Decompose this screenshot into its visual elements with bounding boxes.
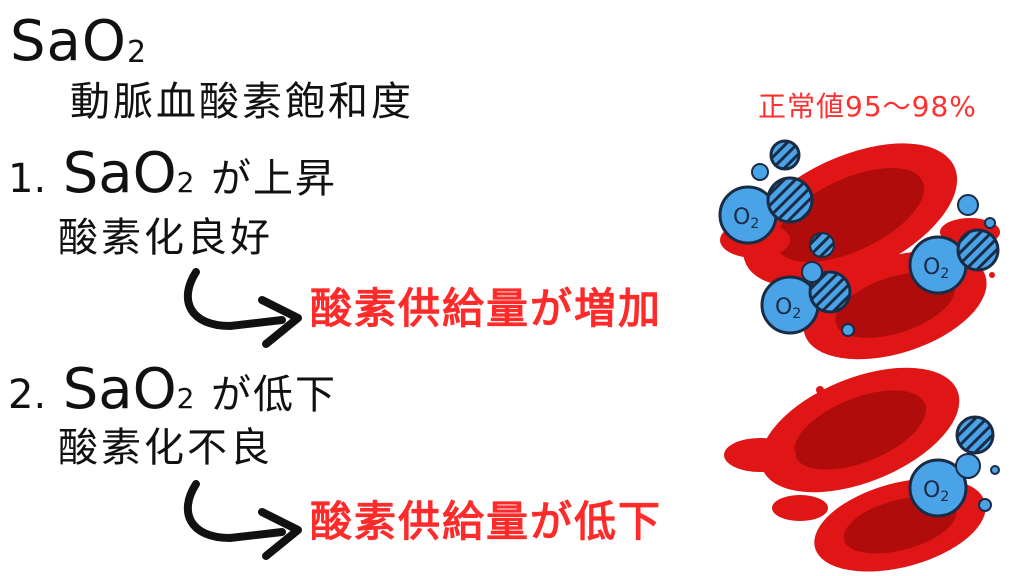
item-1-result: 酸素供給量が増加 [310, 284, 663, 333]
curved-arrow-icon-2 [183, 480, 302, 560]
red-blood-cells-low-oxygen-illustration: O2 [724, 367, 1000, 572]
page-title: SaO2 [10, 9, 148, 74]
curved-arrow-icon-1 [183, 268, 302, 348]
item-2-result: 酸素供給量が低下 [310, 497, 663, 546]
item-2-subtext: 酸素化不良 [58, 425, 273, 471]
red-blood-cells-high-oxygen-illustration: O2 O2 O2 [718, 139, 1000, 360]
item-1-heading: 1. SaO2 が上昇 [8, 141, 338, 206]
item-1-subtext: 酸素化良好 [58, 215, 273, 261]
normal-value-label: 正常値95〜98% [758, 90, 977, 123]
item-2-heading: 2. SaO2 が低下 [8, 357, 338, 422]
svg-text:O2: O2 [923, 255, 949, 282]
page-subtitle: 動脈血酸素飽和度 [70, 79, 414, 125]
